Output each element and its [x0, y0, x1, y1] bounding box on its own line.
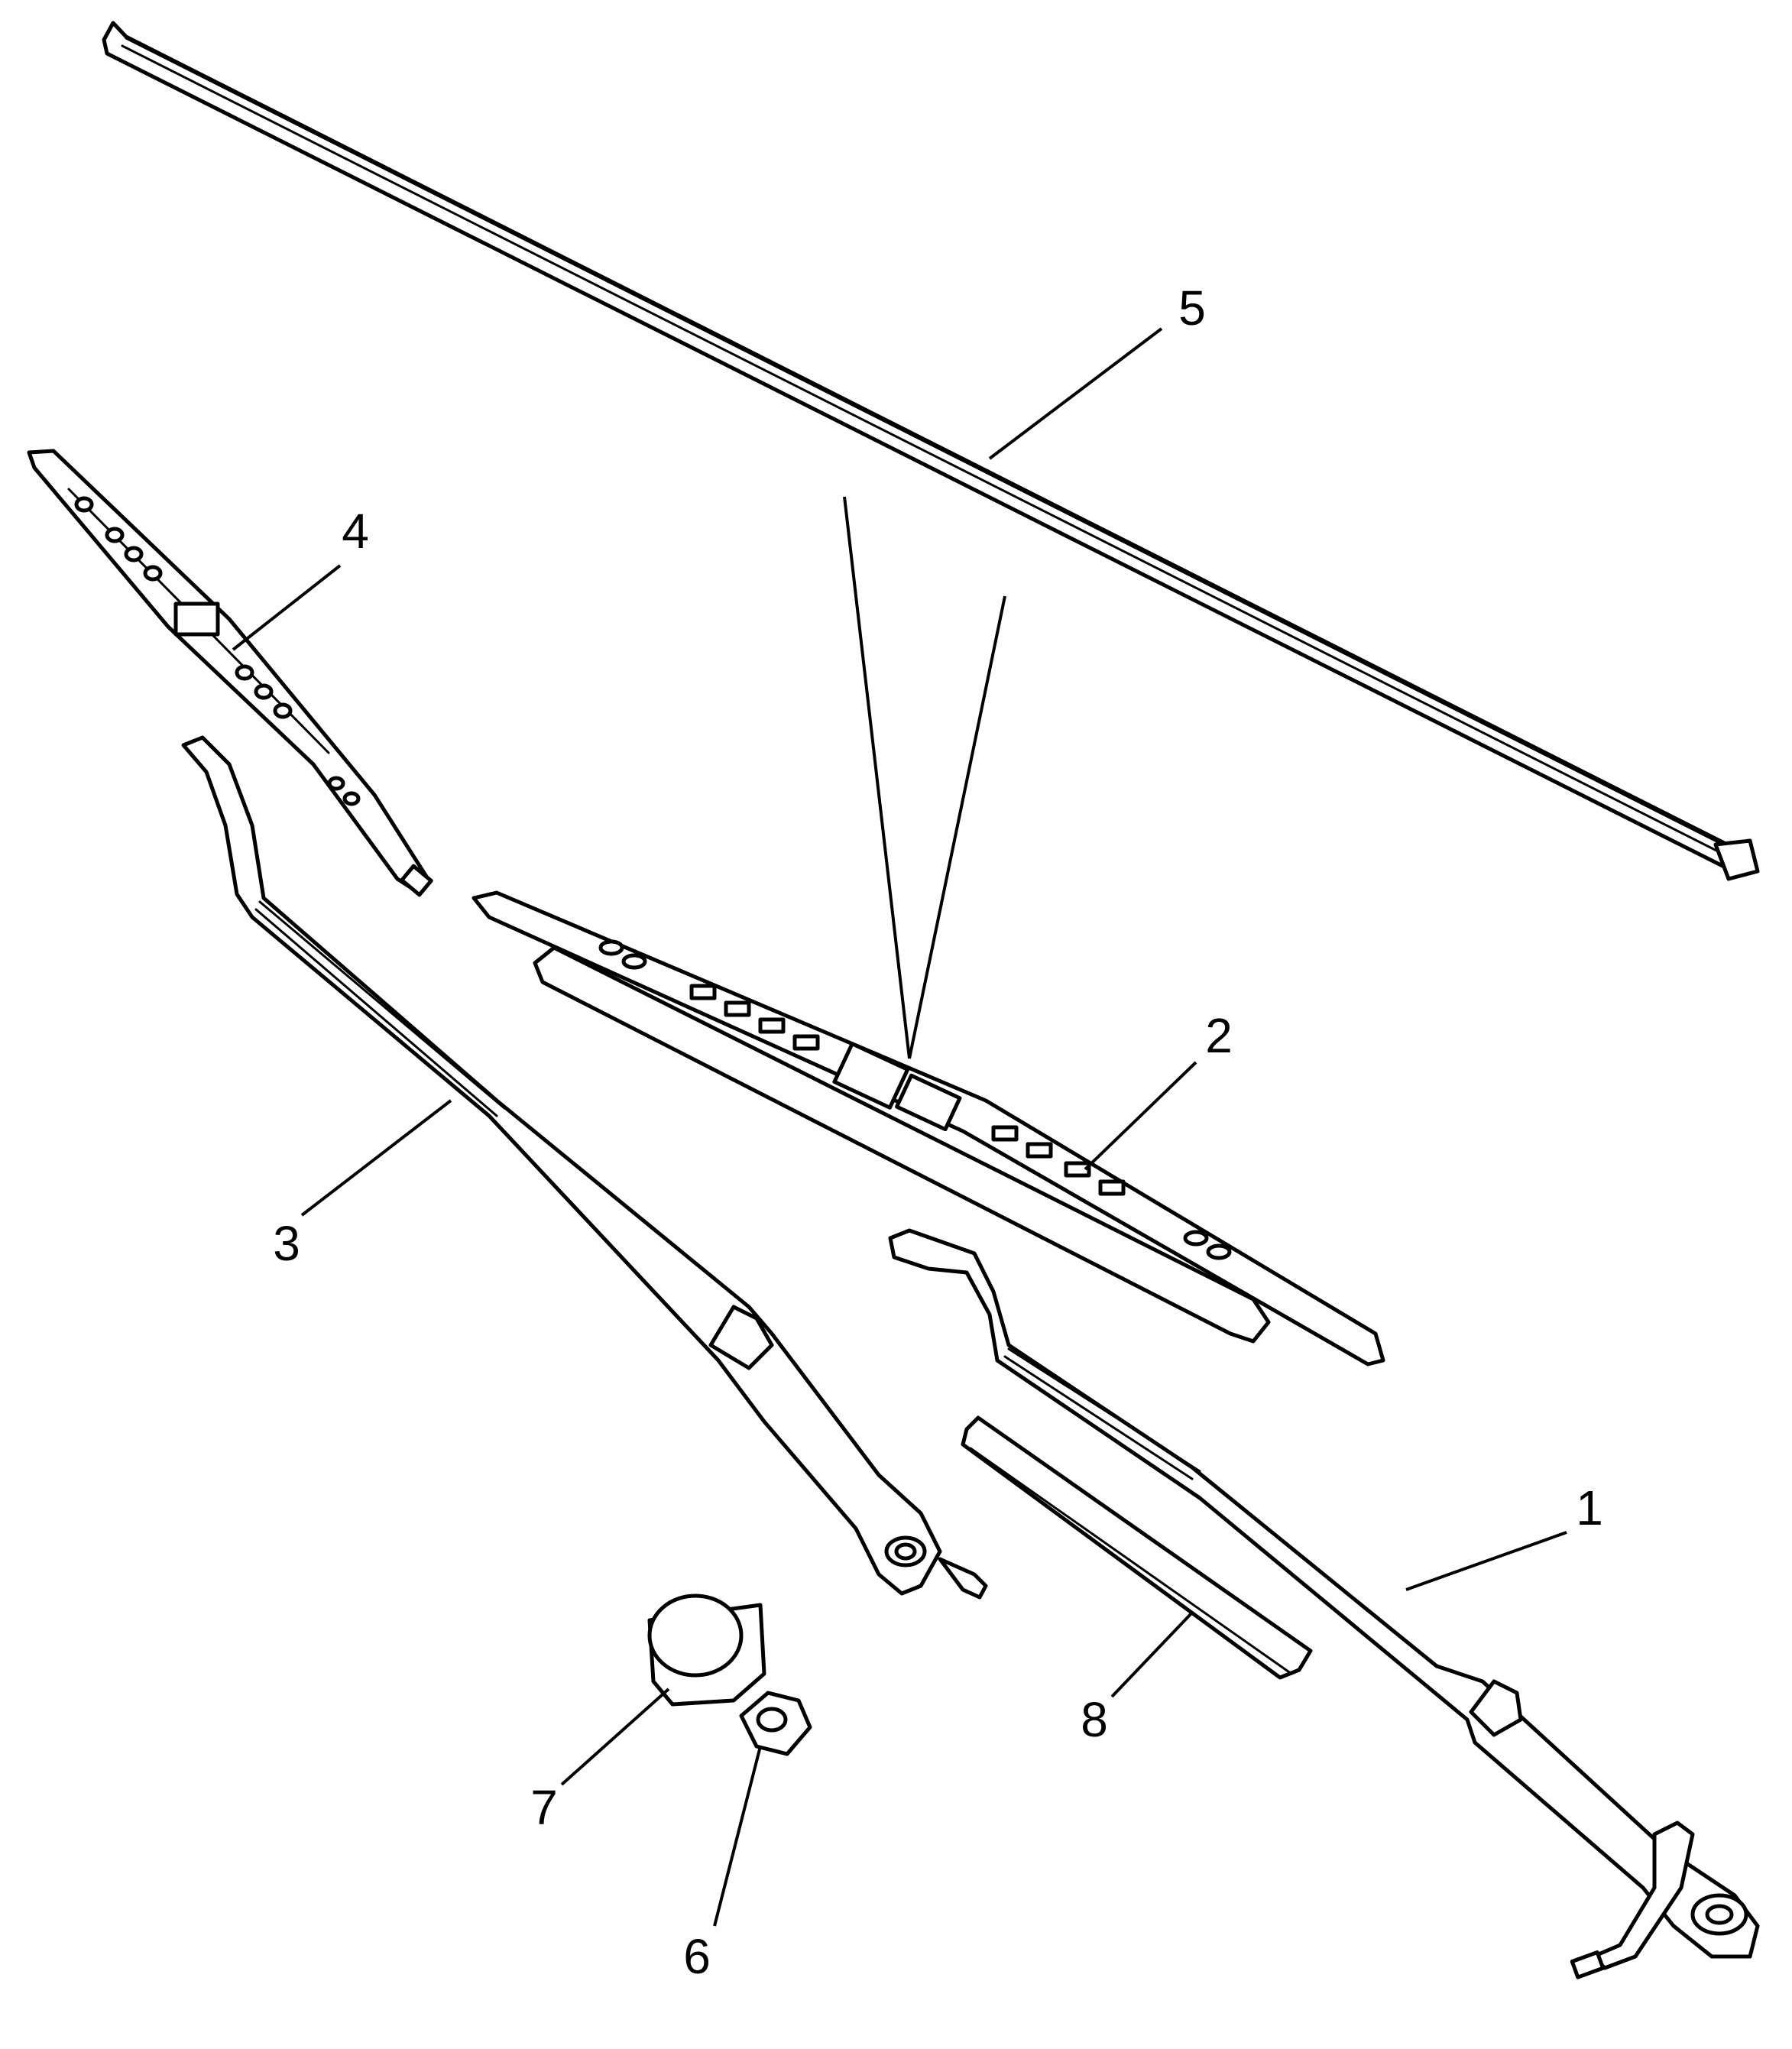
leader-7 [560, 1688, 670, 1786]
blade-insert [102, 21, 1760, 881]
leader-lines [232, 327, 1567, 1927]
callout-6: 6 [683, 1929, 711, 1984]
guide-lines [843, 496, 1006, 1059]
callout-8: 8 [1081, 1692, 1108, 1747]
wiper-blade-right [471, 890, 1385, 1367]
leader-2 [1084, 1061, 1197, 1171]
callout-3: 3 [273, 1216, 300, 1271]
callout-5: 5 [1178, 280, 1206, 336]
leader-1 [1405, 1531, 1567, 1591]
cap [647, 1593, 766, 1707]
wiper-blade-left [27, 449, 433, 897]
leader-4 [232, 564, 342, 651]
leader-3 [300, 1099, 452, 1217]
leader-8 [1110, 1611, 1194, 1698]
callouts: 5 4 2 3 1 8 7 6 [273, 280, 1603, 1984]
leader-6 [713, 1746, 762, 1927]
arm-spoiler [961, 1415, 1313, 1680]
wiper-arm-right [888, 1228, 1760, 1979]
callout-1: 1 [1576, 1480, 1603, 1535]
nut [739, 1691, 812, 1756]
leader-5 [988, 327, 1163, 460]
wiper-arm-left [181, 735, 988, 1600]
callout-2: 2 [1205, 1008, 1233, 1063]
callout-7: 7 [530, 1780, 558, 1835]
callout-4: 4 [342, 504, 369, 559]
